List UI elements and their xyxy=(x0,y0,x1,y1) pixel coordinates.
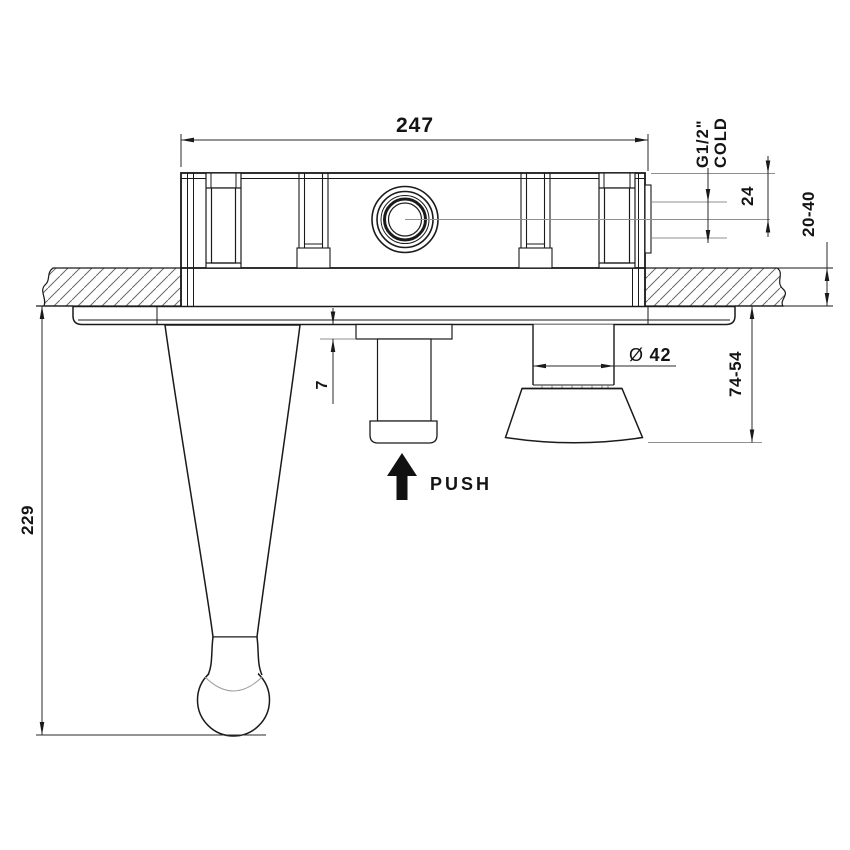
push-indicator xyxy=(387,453,417,500)
dim-overall-width xyxy=(180,134,649,171)
dim-spout-drop xyxy=(36,306,266,736)
dim-inlet-thread xyxy=(705,168,711,243)
dim-wall-thickness-label: 20-40 xyxy=(799,191,818,237)
dim-spout-drop-label: 229 xyxy=(18,505,37,535)
dim-handle-diameter xyxy=(533,363,676,369)
inlet-fitting xyxy=(644,184,652,254)
inlet-thread-label: G1/2" COLD xyxy=(694,114,730,168)
dim-inlet-depth-label: 24 xyxy=(738,186,757,206)
dim-wall-thickness xyxy=(824,242,830,306)
push-arrow-icon xyxy=(387,453,417,500)
push-button xyxy=(355,323,453,444)
dim-handle-drop-label: 74-54 xyxy=(726,351,745,397)
inlet-leader-lines xyxy=(405,173,775,239)
dim-inlet-depth xyxy=(765,156,771,237)
dim-handle-diameter-label: Ø 42 xyxy=(629,345,672,365)
dim-overall-width-label: 247 xyxy=(396,114,434,137)
cartridge-slot-left xyxy=(296,173,331,269)
wall-right-section xyxy=(644,267,833,307)
handle xyxy=(504,324,644,444)
cartridge-slot-right xyxy=(518,173,553,269)
mounting-clip-left xyxy=(205,172,242,269)
dim-button-gap xyxy=(320,308,356,404)
spout xyxy=(164,324,301,737)
dim-handle-drop xyxy=(648,306,762,443)
wall-left-section xyxy=(42,267,182,307)
spout-ball xyxy=(196,636,271,737)
mounting-clip-right xyxy=(598,172,636,269)
finish-plate xyxy=(72,305,736,326)
push-label: PUSH xyxy=(430,474,492,494)
dim-button-gap-label: 7 xyxy=(314,380,331,389)
